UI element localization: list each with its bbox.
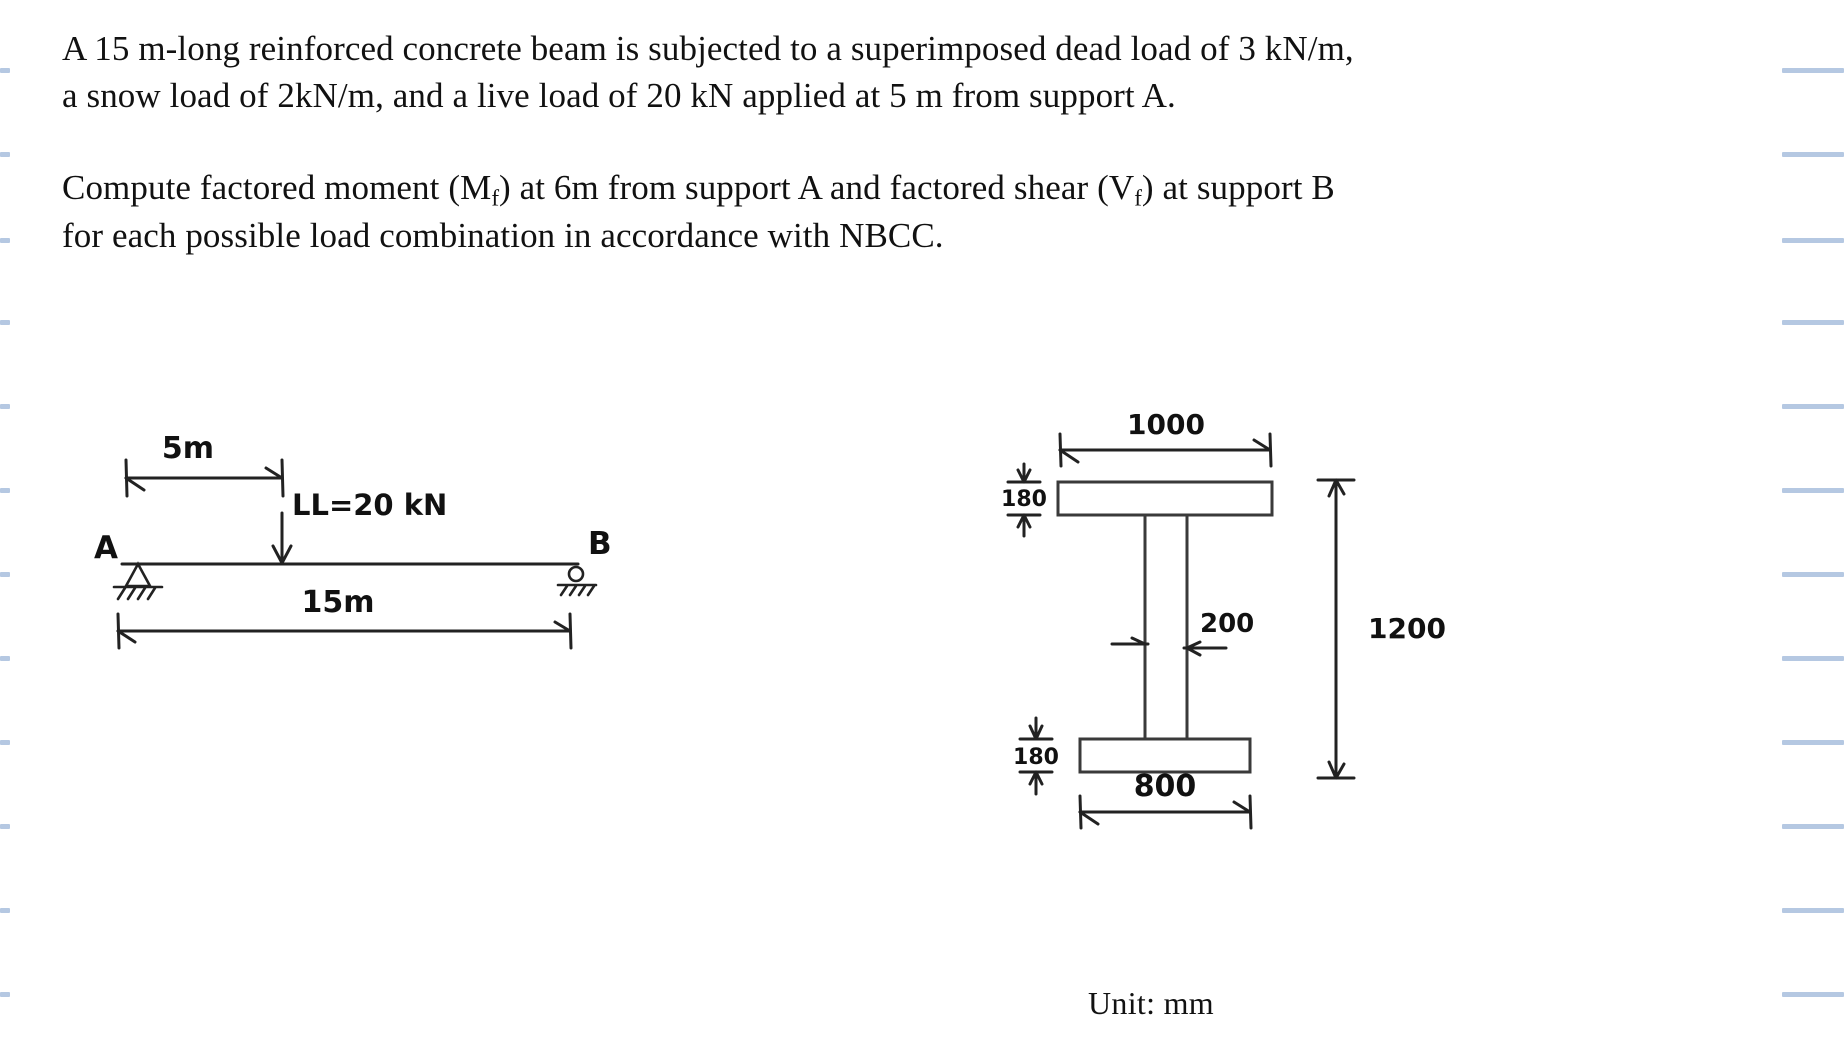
dimension-5m: 5m <box>124 431 285 498</box>
dimension-5m-label: 5m <box>162 431 214 466</box>
rule-mark-right-11 <box>1782 992 1844 997</box>
rule-mark-left-8 <box>0 740 10 745</box>
rule-mark-left-10 <box>0 908 10 913</box>
dimension-1200-label: 1200 <box>1368 612 1446 645</box>
unit-caption: Unit: mm <box>1088 985 1214 1021</box>
problem-paragraph-2: Compute factored moment (Mf) at 6m from … <box>62 165 1482 260</box>
support-a-label: A <box>94 530 118 566</box>
problem-line-3-a: Compute factored moment (M <box>62 168 492 208</box>
problem-line-1: A 15 m-long reinforced concrete beam is … <box>62 29 1354 68</box>
problem-statement: A 15 m-long reinforced concrete beam is … <box>62 26 1482 260</box>
rule-mark-right-8 <box>1782 740 1844 745</box>
rule-mark-right-3 <box>1782 320 1844 325</box>
beam-diagram: 5m LL=20 kN A <box>70 410 710 660</box>
rule-mark-left-6 <box>0 572 10 577</box>
support-b-label: B <box>588 526 612 562</box>
dimension-bottom-flange-width: 800 <box>1078 769 1253 830</box>
shear-subscript: f <box>1134 184 1142 211</box>
problem-line-4: for each possible load combination in ac… <box>62 216 944 256</box>
dimension-180-top-label: 180 <box>1001 487 1047 512</box>
i-section-outline <box>1056 480 1274 774</box>
figures-container: 5m LL=20 kN A <box>0 400 1844 1040</box>
rule-mark-right-4 <box>1782 404 1844 409</box>
rule-mark-right-1 <box>1782 152 1844 157</box>
support-b-roller <box>556 565 598 597</box>
rule-mark-left-5 <box>0 488 10 493</box>
dimension-overall-depth: 1200 <box>1316 478 1446 780</box>
dimension-1000-label: 1000 <box>1127 408 1205 441</box>
dimension-web-thickness: 200 <box>1110 609 1254 657</box>
moment-subscript: f <box>491 184 500 211</box>
dimension-top-flange-width: 1000 <box>1058 408 1273 468</box>
rule-mark-left-11 <box>0 992 10 997</box>
rule-mark-right-2 <box>1782 238 1844 243</box>
rule-mark-left-1 <box>0 152 10 157</box>
rule-mark-left-0 <box>0 68 10 73</box>
rule-mark-right-9 <box>1782 824 1844 829</box>
rule-mark-left-3 <box>0 320 10 325</box>
dimension-15m-label: 15m <box>301 585 374 620</box>
point-load-arrow <box>271 511 293 565</box>
dimension-top-flange-thickness: 180 <box>1001 462 1047 538</box>
point-load-label: LL=20 kN <box>292 488 447 522</box>
rule-mark-left-7 <box>0 656 10 661</box>
rule-mark-left-2 <box>0 238 10 243</box>
support-a-pinned <box>112 561 164 601</box>
rule-mark-right-7 <box>1782 656 1844 661</box>
problem-paragraph-1: A 15 m-long reinforced concrete beam is … <box>62 26 1482 119</box>
rule-mark-left-9 <box>0 824 10 829</box>
problem-line-2: a snow load of 2kN/m, and a live load of… <box>62 75 1176 115</box>
dimension-200-label: 200 <box>1200 609 1254 639</box>
rule-mark-left-4 <box>0 404 10 409</box>
problem-line-3-c: ) at support B <box>1141 168 1335 208</box>
problem-line-3-b: ) at 6m from support A and factored shea… <box>499 168 1135 208</box>
rule-mark-right-6 <box>1782 572 1844 577</box>
dimension-180-bottom-label: 180 <box>1013 745 1059 770</box>
dimension-bottom-flange-thickness: 180 <box>1013 716 1059 796</box>
rule-mark-right-5 <box>1782 488 1844 493</box>
rule-mark-right-10 <box>1782 908 1844 913</box>
dimension-15m: 15m <box>116 585 573 650</box>
dimension-800-label: 800 <box>1134 769 1197 804</box>
rule-mark-right-0 <box>1782 68 1844 73</box>
cross-section-diagram: 1000 180 <box>1000 408 1530 880</box>
